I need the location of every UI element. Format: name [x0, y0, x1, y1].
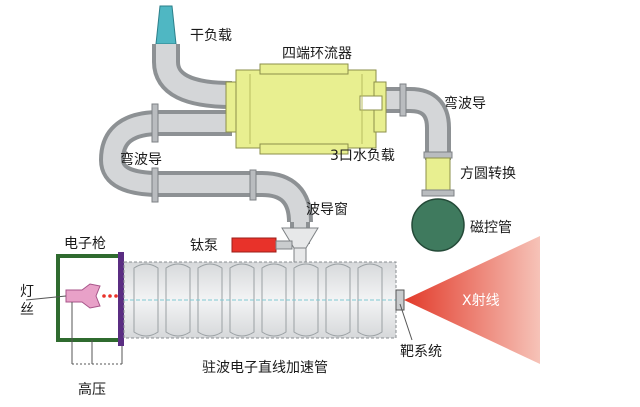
label-high-voltage: 高压	[78, 381, 106, 398]
electron-gun	[56, 252, 124, 365]
dry-load-cone	[155, 5, 177, 45]
label-water-load: 3口水负载	[330, 148, 395, 164]
label-circulator: 四端环流器	[282, 46, 352, 62]
waveguide-system	[98, 5, 465, 269]
label-dry-load: 干负载	[190, 28, 232, 44]
filament	[65, 283, 101, 309]
cavity-cell	[293, 263, 319, 337]
label-filament-2: 丝	[20, 302, 34, 318]
label-filament-1: 灯	[20, 284, 34, 300]
cavity-cell	[229, 263, 255, 337]
label-target: 靶系统	[400, 344, 442, 360]
label-ti-pump: 钛泵	[190, 238, 218, 254]
label-waveguide-window: 波导窗	[306, 201, 348, 218]
cavity-cell	[133, 263, 159, 337]
cavity-cell	[261, 263, 287, 337]
cavity-cell	[325, 263, 351, 337]
label-electron-gun: 电子枪	[64, 235, 106, 252]
label-xray: X射线	[462, 293, 500, 309]
magnetron	[411, 198, 465, 252]
cavity-cell	[197, 263, 223, 337]
xray-cone	[404, 236, 540, 364]
accelerator-tube	[123, 261, 405, 339]
cavity-cell	[165, 263, 191, 337]
label-bend-left: 弯波导	[120, 151, 162, 168]
ti-pump	[231, 237, 293, 253]
label-accelerator: 驻波电子直线加速管	[202, 359, 328, 376]
label-magnetron: 磁控管	[470, 220, 512, 236]
four-port-circulator	[225, 63, 387, 155]
label-rect-circ: 方圆转换	[460, 165, 516, 182]
rect-circ-transition	[425, 157, 451, 193]
cavity-cell	[357, 263, 383, 337]
label-bend-right: 弯波导	[444, 95, 486, 112]
